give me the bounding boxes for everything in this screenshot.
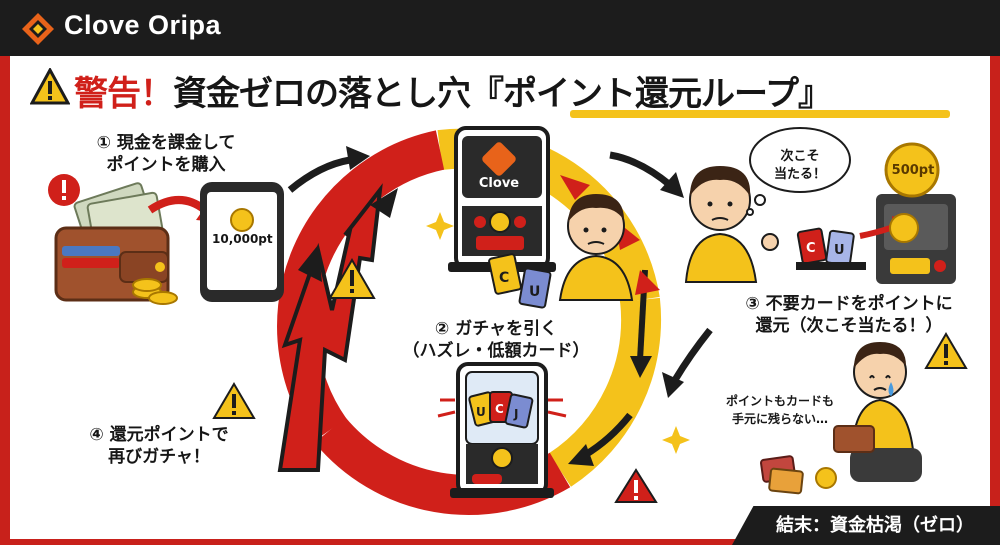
clove-logo-icon [22, 13, 54, 45]
step-3-label: ③ 不要カードをポイントに 還元（次こそ当たる！） [704, 293, 994, 337]
coin-icon [884, 142, 940, 198]
step-3-line-2: 還元（次こそ当たる！） [755, 316, 943, 336]
card-letter-j: J [513, 407, 518, 421]
wallet-icon [54, 182, 178, 305]
warning-icon [924, 332, 968, 369]
step-1-line-1: ① 現金を課金して [96, 133, 236, 153]
step-3-line-1: ③ 不要カードをポイントに [745, 294, 953, 314]
thought-bubble-text: 次こそ 当たる！ [758, 148, 842, 184]
note-line-2: 手元に残らない… [731, 412, 828, 426]
phone-points: 10,000pt [212, 232, 273, 246]
frame-right [990, 56, 1000, 545]
card-letter-c: C [806, 241, 816, 256]
brand-name: Clove Oripa [64, 10, 222, 40]
header-bar: Clove Oripa [0, 0, 1000, 56]
warning-icon [212, 382, 256, 419]
thought-line-1: 次こそ [780, 149, 820, 164]
card-letter-c: C [499, 270, 509, 286]
point-exchange-machine-icon [876, 194, 956, 284]
step-2-label: ② ガチャを引く （ハズレ・低額カード） [396, 318, 596, 362]
card-letter-u: U [529, 284, 540, 300]
step-4-line-1: ④ 還元ポイントで [89, 425, 229, 445]
card-letter-u: U [476, 405, 486, 419]
alert-icon [48, 174, 80, 206]
loss-note: ポイントもカードも 手元に残らない… [710, 392, 850, 428]
warning-icon [30, 68, 70, 105]
warning-icon [614, 468, 658, 503]
gacha-machine-icon [448, 126, 556, 272]
coin-points: 500pt [891, 163, 935, 178]
step-2-line-1: ② ガチャを引く [434, 319, 558, 339]
frame-left [0, 56, 10, 545]
person-icon [684, 166, 779, 283]
card-icon [488, 253, 552, 309]
title-main: 資金ゼロの落とし穴『ポイント還元ループ』 [173, 74, 832, 114]
title-area: 警告！資金ゼロの落とし穴『ポイント還元ループ』 [30, 64, 970, 118]
title-highlight [570, 110, 950, 118]
card-letter-u: U [834, 243, 845, 258]
card-letter-c: C [495, 402, 504, 416]
gacha-machine-icon [450, 362, 554, 498]
result-text: 結末：資金枯渇（ゼロ） [776, 515, 974, 536]
person-icon [833, 342, 922, 482]
frame-bottom [0, 539, 1000, 545]
machine-logo: Clove [478, 176, 520, 191]
person-icon [558, 194, 634, 301]
step-1-line-2: ポイントを購入 [106, 155, 226, 175]
step-1-label: ① 現金を課金して ポイントを購入 [76, 132, 256, 176]
note-line-1: ポイントもカードも [725, 394, 834, 408]
smartphone-icon [200, 182, 284, 302]
step-4-label: ④ 還元ポイントで 再びガチャ！ [74, 424, 244, 468]
step-2-line-2: （ハズレ・低額カード） [402, 341, 590, 361]
result-banner [732, 506, 1000, 545]
step-4-line-2: 再びガチャ！ [108, 447, 210, 467]
thought-line-2: 当たる！ [773, 167, 826, 182]
title-warning: 警告！ [74, 74, 174, 114]
page-title: 警告！資金ゼロの落とし穴『ポイント還元ループ』 [74, 66, 832, 115]
